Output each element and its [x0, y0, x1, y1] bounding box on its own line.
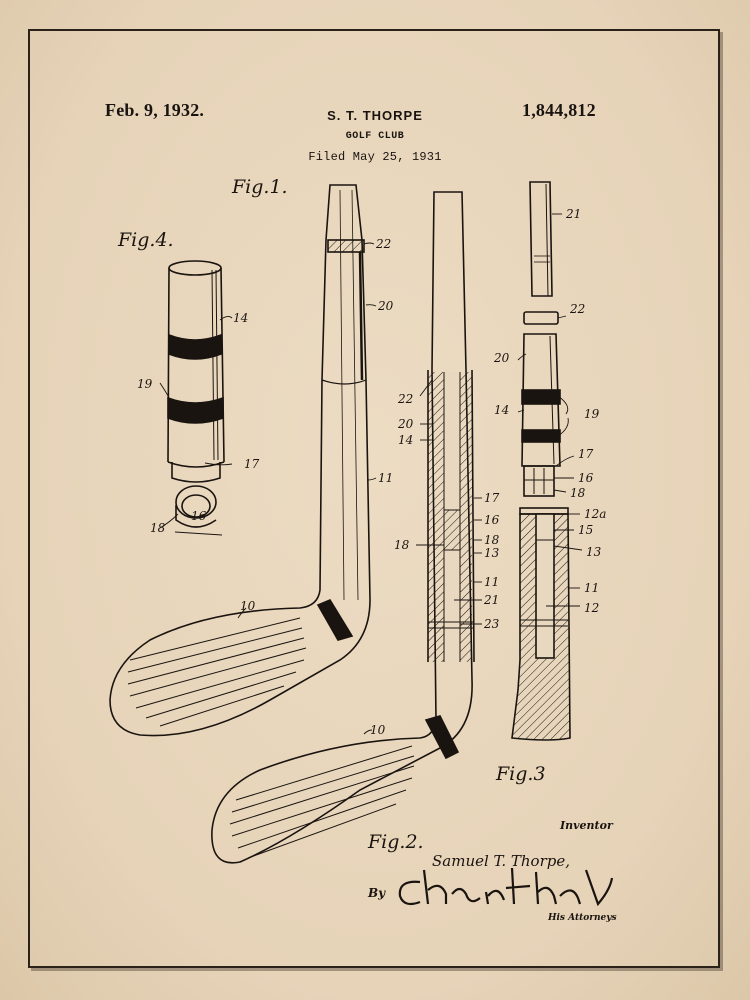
- figure-4-leaders: [159, 315, 233, 529]
- ref-label: 21: [483, 593, 499, 607]
- ref-label: 22: [397, 392, 413, 406]
- ref-label: 19: [584, 407, 600, 421]
- ref-label: 12a: [584, 507, 606, 521]
- ref-label: 16: [191, 509, 207, 523]
- figure-3-leaders: [517, 213, 583, 607]
- invention-title: GOLF CLUB: [345, 131, 405, 142]
- ref-label: 18: [150, 521, 166, 535]
- patent-number: 1,844,812: [522, 100, 596, 120]
- ref-label: 11: [484, 575, 499, 589]
- inventor-heading: S. T. THORPE: [327, 108, 423, 123]
- inventor-caption: Inventor: [560, 819, 613, 832]
- ref-label: 21: [565, 207, 581, 221]
- figure-3-reference-labels: 21 22 20 14 19 17 16 18 12a 15 13 11 12: [493, 207, 606, 615]
- ref-label: 20: [493, 351, 510, 365]
- ref-label: 14: [233, 311, 248, 325]
- ref-label: 10: [240, 599, 256, 613]
- ref-label: 17: [484, 491, 500, 505]
- fig1-caption: Fig.1.: [231, 176, 288, 198]
- figure-2-leaders: [363, 379, 482, 735]
- ref-label: 22: [375, 237, 391, 251]
- inventor-signature-name: Samuel T. Thorpe,: [432, 852, 570, 870]
- ref-label: 17: [578, 447, 594, 461]
- ref-label: 20: [377, 299, 394, 313]
- ref-label: 11: [584, 581, 599, 595]
- ref-label: 10: [370, 723, 386, 737]
- ref-label: 20: [397, 417, 414, 431]
- ref-label: 14: [494, 403, 509, 417]
- ref-label: 15: [578, 523, 593, 537]
- ref-label: 16: [484, 513, 500, 527]
- figure-3-exploded-shaft: [511, 181, 571, 741]
- figure-captions: Fig.1. Fig.4. Fig.2. Fig.3: [117, 176, 546, 853]
- patent-date: Feb. 9, 1932.: [105, 100, 205, 120]
- figure-2-club-section: [211, 191, 475, 864]
- fig2-caption: Fig.2.: [367, 831, 424, 853]
- ref-label: 13: [586, 545, 602, 559]
- by-label: By: [368, 886, 386, 900]
- attorney-signature: [398, 867, 614, 907]
- figure-4-grip: [167, 260, 225, 536]
- ref-label: 16: [578, 471, 594, 485]
- figure-1-reference-labels: 22 20 11 10: [240, 237, 394, 613]
- ref-label: 11: [378, 471, 393, 485]
- ref-label: 18: [570, 486, 586, 500]
- ref-label: 12: [584, 601, 599, 615]
- ref-label: 13: [484, 546, 500, 560]
- ref-label: 18: [484, 533, 500, 547]
- filed-date: Filed May 25, 1931: [308, 150, 442, 164]
- attorneys-caption: His Attorneys: [548, 913, 617, 923]
- figure-1-club: [109, 184, 371, 737]
- ref-label: 17: [244, 457, 260, 471]
- figure-4-reference-labels: 14 19 17 16 18: [137, 311, 260, 535]
- page-border: [28, 29, 720, 968]
- fig4-caption: Fig.4.: [117, 229, 174, 251]
- fig3-caption: Fig.3: [495, 763, 546, 785]
- figure-2-reference-labels: 22 20 14 17 16 18 18 13 11 21 23 10: [370, 392, 500, 737]
- ref-label: 23: [483, 617, 500, 631]
- ref-label: 14: [398, 433, 413, 447]
- ref-label: 18: [394, 538, 410, 552]
- ref-label: 22: [569, 302, 585, 316]
- ref-label: 19: [137, 377, 153, 391]
- figure-1-leaders: [237, 242, 377, 619]
